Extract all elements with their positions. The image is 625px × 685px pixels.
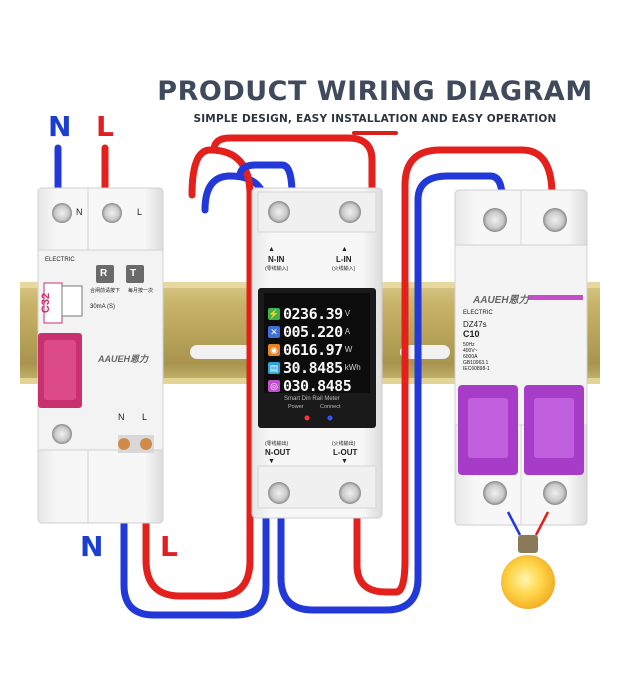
title-underline: [352, 131, 398, 135]
voltage-unit: V: [344, 309, 351, 318]
meter-l-in-sub: (火线输入): [332, 266, 356, 272]
rcbo-logo: AAUEH恩力: [98, 354, 149, 364]
lcd-row-cost: ◎ 030.8485: [268, 376, 372, 395]
label-neutral-top: N: [48, 110, 72, 143]
current-value: 005.220: [283, 322, 343, 341]
meter-n-in-arrow: ▲: [268, 246, 275, 253]
meter-l-out-label: L-OUT: [333, 448, 358, 457]
rcbo-terminal-l: L: [137, 207, 143, 217]
breaker-spec: 400V~: [463, 348, 478, 354]
rcbo-test-r: R: [100, 268, 108, 279]
energy-icon: ▤: [268, 361, 280, 374]
rcbo-test-t: T: [130, 268, 137, 279]
rcbo-spec: 30mA (S): [90, 304, 116, 310]
led-power-label: Power: [288, 404, 304, 410]
label-line-top: L: [96, 110, 114, 143]
breaker-model: DZ47s: [463, 320, 487, 329]
breaker-spec: GB10963.1: [463, 360, 489, 366]
energy-value: 30.8485: [283, 358, 343, 377]
rcbo-terminal-l-bottom: L: [142, 412, 148, 422]
breaker-logo-left: AAUEH恩力: [473, 295, 529, 306]
meter-l-out-arrow: ▼: [341, 458, 348, 465]
rcbo-note-left: 合闸前请按下: [90, 288, 121, 294]
meter-n-out-label: N-OUT: [265, 448, 291, 457]
current-icon: ✕: [268, 325, 280, 338]
breaker-brand: ELECTRIC: [463, 310, 493, 316]
voltage-value: 0236.39: [283, 304, 343, 323]
meter-l-in-label: L-IN: [336, 255, 352, 264]
lcd-row-current: ✕ 005.220 A: [268, 322, 372, 341]
current-unit: A: [344, 327, 351, 336]
meter-product-name: Smart Din Rail Meter: [284, 396, 340, 402]
breaker-specs: 50Hz 400V~ 6000A GB10963.1 IEC60898-1: [463, 342, 490, 372]
power-value: 0616.97: [283, 340, 343, 359]
breaker-spec: 6000A: [463, 354, 478, 360]
diagram-subtitle: SIMPLE DESIGN, EASY INSTALLATION AND EAS…: [193, 113, 557, 125]
breaker-rating: C10: [463, 329, 480, 339]
rcbo-brand: ELECTRIC: [45, 257, 75, 263]
light-bulb: [501, 511, 555, 609]
header: PRODUCT WIRING DIAGRAM SIMPLE DESIGN, EA…: [150, 76, 600, 135]
rcbo-terminal-n: N: [76, 207, 83, 217]
meter-n-out-sub: (零线输出): [265, 441, 289, 447]
cost-icon: ◎: [268, 379, 280, 392]
meter-n-in-sub: (零线输入): [265, 266, 289, 272]
label-neutral-bottom: N: [80, 530, 104, 563]
meter-n-in-label: N-IN: [268, 255, 285, 264]
meter-l-out-sub: (火线输出): [332, 441, 356, 447]
lcd-row-power: ◉ 0616.97 W: [268, 340, 372, 359]
rcbo-device: [37, 187, 164, 524]
lcd-row-voltage: ⚡ 0236.39 V: [268, 304, 372, 323]
led-connect-label: Connect: [320, 404, 341, 410]
power-icon: ◉: [268, 343, 280, 356]
lightning-icon: ⚡: [268, 307, 280, 320]
rcbo-terminal-n-bottom: N: [118, 412, 125, 422]
meter-n-out-arrow: ▼: [268, 458, 275, 465]
label-line-bottom: L: [160, 530, 178, 563]
power-unit: W: [344, 345, 353, 354]
mcb-breaker: [454, 189, 588, 526]
breaker-spec: IEC60898-1: [463, 366, 490, 372]
diagram-title: PRODUCT WIRING DIAGRAM: [157, 76, 593, 107]
smart-meter: [251, 187, 383, 519]
rcbo-rating: C32: [40, 292, 53, 314]
breaker-spec: 50Hz: [463, 342, 475, 348]
line-wire: [101, 134, 556, 600]
energy-unit: kWh: [344, 363, 361, 372]
cost-value: 030.8485: [283, 376, 352, 395]
meter-l-in-arrow: ▲: [341, 246, 348, 253]
lcd-row-energy: ▤ 30.8485 kWh: [268, 358, 372, 377]
rcbo-note-right: 每月按一次: [128, 288, 154, 294]
